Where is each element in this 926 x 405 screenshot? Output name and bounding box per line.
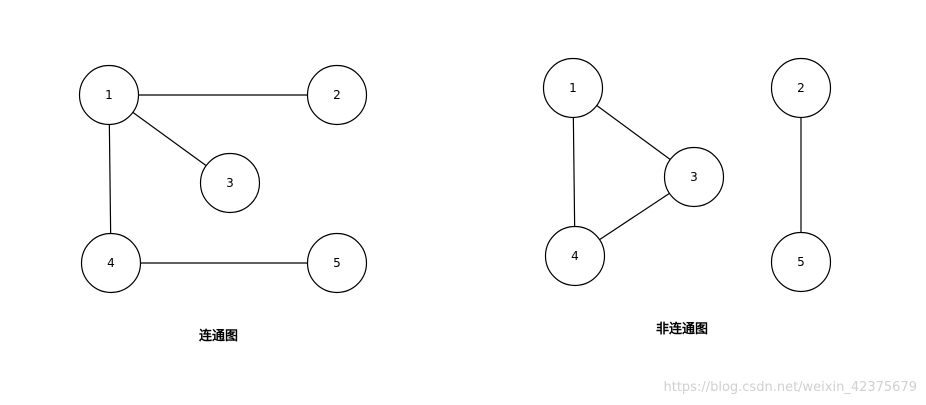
- node-label: 2: [333, 88, 341, 102]
- node-circle: [199, 152, 261, 214]
- nodes: 1 2 3 4 5: [78, 64, 368, 294]
- node-circle: [80, 232, 142, 294]
- node-label: 5: [333, 256, 341, 270]
- node-label: 1: [569, 81, 577, 95]
- node-4: 4: [80, 232, 142, 294]
- node-label: 1: [105, 88, 113, 102]
- edges: [572, 104, 802, 241]
- edge-4-3: [599, 192, 670, 241]
- node-circle: [544, 225, 606, 287]
- node-3: 3: [199, 152, 261, 214]
- node-label: 3: [226, 176, 234, 190]
- node-5: 5: [306, 232, 368, 294]
- nodes: 1 2 3 4 5: [542, 57, 832, 293]
- node-circle: [306, 64, 368, 126]
- edge-1-3: [132, 111, 207, 167]
- node-2: 2: [770, 57, 832, 119]
- node-circle: [770, 57, 832, 119]
- edges: [108, 94, 308, 264]
- node-2: 2: [306, 64, 368, 126]
- node-5: 5: [770, 231, 832, 293]
- node-label: 2: [797, 81, 805, 95]
- connected-graph-caption: 连通图: [199, 329, 239, 344]
- edge-1-4: [108, 124, 112, 234]
- node-circle: [78, 64, 140, 126]
- node-circle: [663, 146, 725, 208]
- node-1: 1: [78, 64, 140, 126]
- node-label: 3: [690, 170, 698, 184]
- node-label: 5: [797, 255, 805, 269]
- node-3: 3: [663, 146, 725, 208]
- node-4: 4: [544, 225, 606, 287]
- node-circle: [542, 57, 604, 119]
- disconnected-graph-caption: 非连通图: [656, 322, 709, 337]
- node-label: 4: [571, 249, 579, 263]
- watermark: https://blog.csdn.net/weixin_42375679: [663, 380, 917, 395]
- edge-1-3: [596, 104, 671, 161]
- node-1: 1: [542, 57, 604, 119]
- node-label: 4: [107, 256, 115, 270]
- connected-graph: 1 2 3 4 5: [78, 64, 368, 294]
- disconnected-graph: 1 2 3 4 5: [542, 57, 832, 293]
- edge-1-4: [572, 117, 576, 227]
- node-circle: [770, 231, 832, 293]
- node-circle: [306, 232, 368, 294]
